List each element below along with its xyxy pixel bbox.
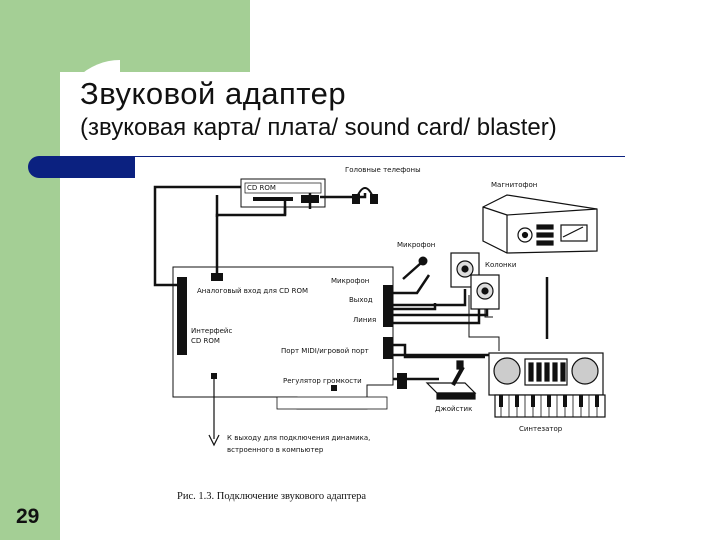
- port-line-label: Линия: [353, 316, 376, 324]
- cd-interface-label-2: CD ROM: [191, 337, 220, 345]
- port-output-label: Выход: [349, 296, 373, 304]
- speakers-label: Колонки: [485, 261, 516, 269]
- cd-rom-label: CD ROM: [247, 184, 276, 192]
- analog-input-connector: [211, 273, 223, 281]
- microphone-device: [402, 256, 428, 280]
- headphones-device: [352, 187, 378, 204]
- cd-interface-connector: [177, 277, 187, 355]
- midi-port-connector: [383, 337, 393, 359]
- sound-card-diagram: CD ROM Головные телефоны: [135, 157, 637, 512]
- pc-speaker-label-2: встроенного в компьютер: [227, 446, 324, 454]
- joystick-device: [425, 360, 477, 400]
- cd-interface-label-1: Интерфейс: [191, 327, 232, 335]
- audio-ports-connector: [383, 285, 393, 327]
- port-microphone-label: Микрофон: [331, 277, 369, 285]
- slide-subtitle: (звуковая карта/ плата/ sound card/ blas…: [80, 114, 557, 141]
- figure-caption: Рис. 1.3. Подключение звукового адаптера: [177, 491, 366, 502]
- slide-title: Звуковой адаптер: [80, 76, 347, 111]
- decor-green-side: [0, 0, 60, 540]
- analog-input-label: Аналоговый вход для CD ROM: [197, 287, 308, 295]
- microphone-device-label: Микрофон: [397, 241, 435, 249]
- tape-recorder-label: Магнитофон: [491, 181, 537, 189]
- tape-recorder-device: [482, 194, 598, 254]
- volume-connector: [397, 373, 407, 389]
- title-rule-bar: [28, 156, 158, 178]
- synthesizer-device: [488, 352, 606, 418]
- board-edge-connector: [276, 396, 388, 410]
- midi-port-label: Порт MIDI/игровой порт: [281, 347, 369, 355]
- headphones-label: Головные телефоны: [345, 166, 421, 174]
- speakers-device: [450, 252, 500, 310]
- synthesizer-label: Синтезатор: [519, 425, 563, 433]
- pc-speaker-label-1: К выходу для подключения динамика,: [227, 434, 370, 442]
- volume-control-label: Регулятор громкости: [283, 377, 362, 385]
- joystick-label: Джойстик: [435, 405, 472, 413]
- slide-number: 29: [16, 505, 40, 528]
